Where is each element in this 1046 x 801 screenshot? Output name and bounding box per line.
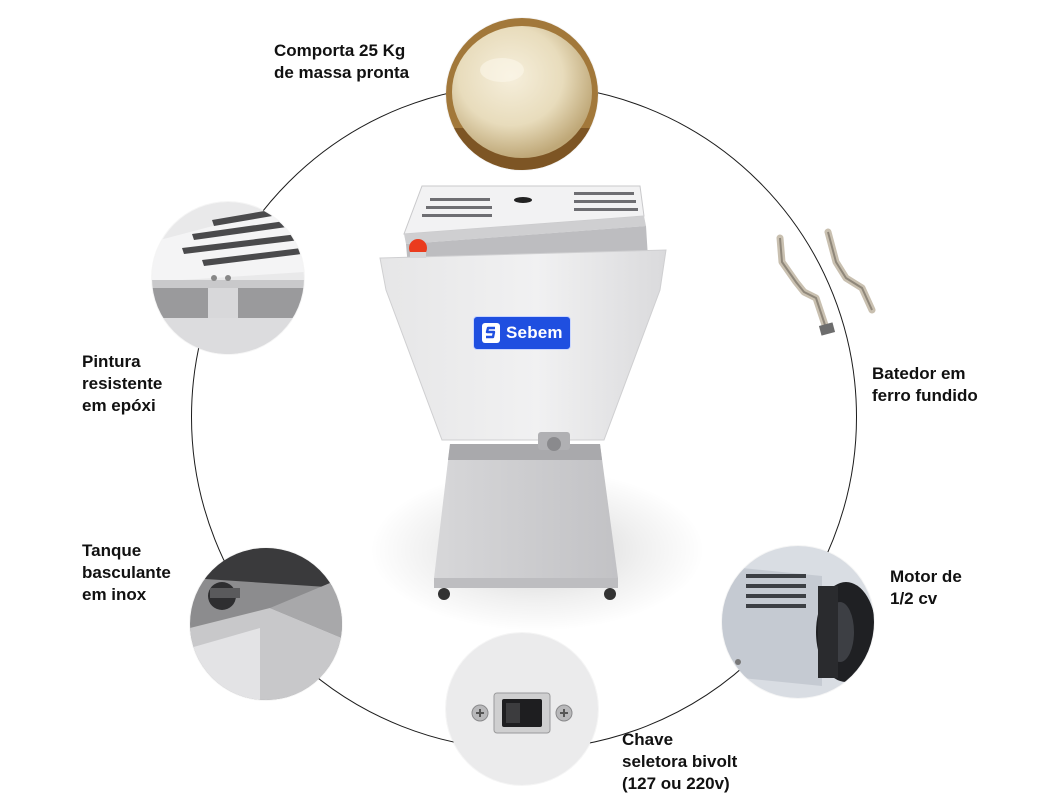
label-beater: Batedor em ferro fundido — [872, 364, 978, 405]
brand-logo-icon — [482, 323, 500, 343]
label-motor: Motor de 1/2 cv — [890, 567, 962, 608]
brand-name: Sebem — [506, 323, 563, 342]
dough-ball-photo — [446, 18, 598, 170]
epoxy-painted-lid-photo — [152, 202, 304, 354]
label-capacity: Comporta 25 Kg de massa pronta — [274, 41, 410, 82]
stainless-tank-photo — [190, 548, 342, 700]
dough-mixer-machine — [378, 178, 668, 608]
label-tank: Tanque basculante em inox — [82, 541, 171, 604]
brand-badge: Sebem — [473, 316, 571, 350]
motor-photo — [722, 546, 874, 698]
label-paint: Pintura resistente em epóxi — [82, 352, 163, 415]
label-switch: Chave seletora bivolt (127 ou 220v) — [622, 730, 738, 793]
cast-iron-beater-photo — [768, 222, 888, 344]
voltage-switch-photo — [446, 633, 598, 785]
